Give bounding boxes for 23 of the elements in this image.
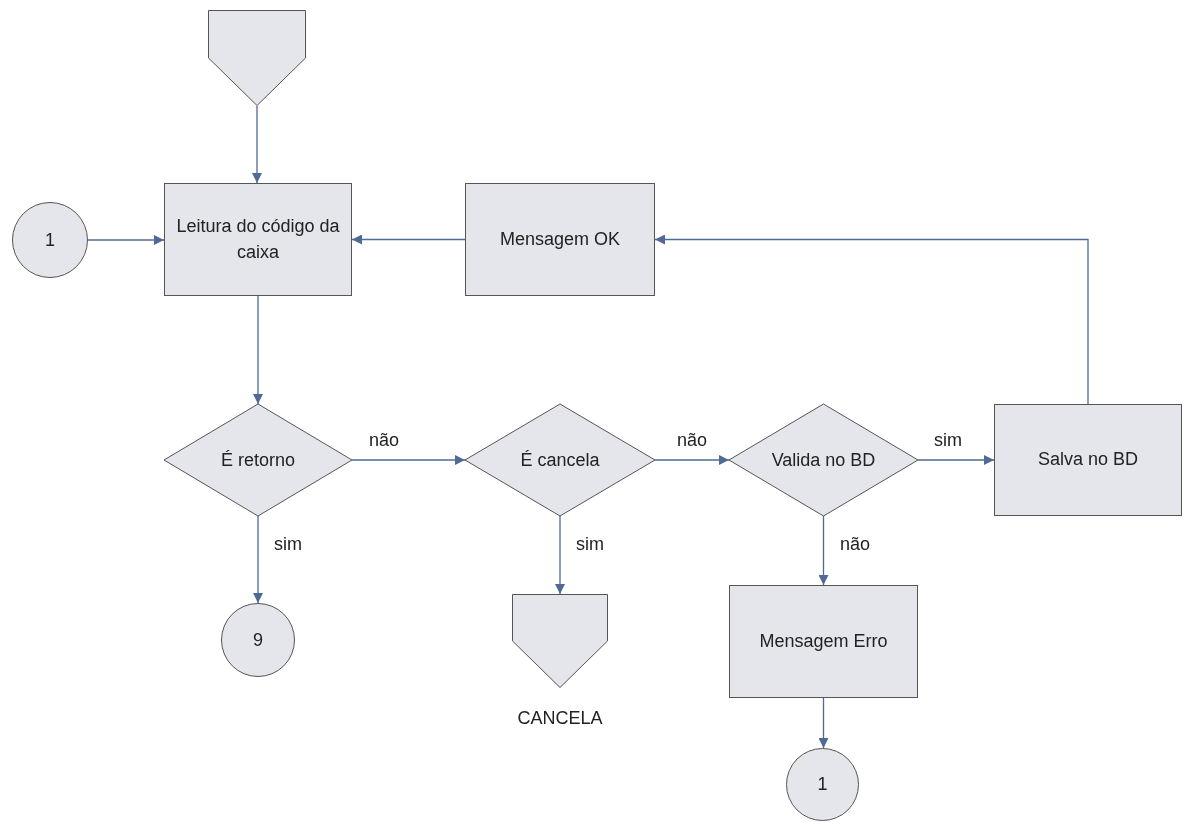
arrow <box>654 455 730 465</box>
arrow <box>252 105 262 184</box>
arrow <box>818 697 829 749</box>
arrow <box>555 515 565 595</box>
process-box: Salva no BD <box>994 404 1182 516</box>
connector-number: 1 <box>817 774 828 795</box>
arrow <box>253 515 263 604</box>
decision-label: Valida no BD <box>771 449 876 471</box>
process-box: Mensagem OK <box>465 183 655 296</box>
decision-label: É retorno <box>220 449 295 471</box>
connector-number: 9 <box>253 629 263 651</box>
process-box: Leitura do código da caixa <box>164 183 352 296</box>
arrow <box>654 234 1089 405</box>
decision-label: É cancela <box>520 449 600 471</box>
process-box: Mensagem Erro <box>729 585 918 698</box>
arrow <box>351 455 466 465</box>
arrow <box>917 455 995 465</box>
arrow <box>253 295 263 405</box>
connector-caption: CANCELA <box>517 707 603 729</box>
arrow <box>351 234 466 245</box>
arrow <box>818 515 829 586</box>
arrow <box>87 235 165 245</box>
connector-number: 1 <box>45 229 55 251</box>
